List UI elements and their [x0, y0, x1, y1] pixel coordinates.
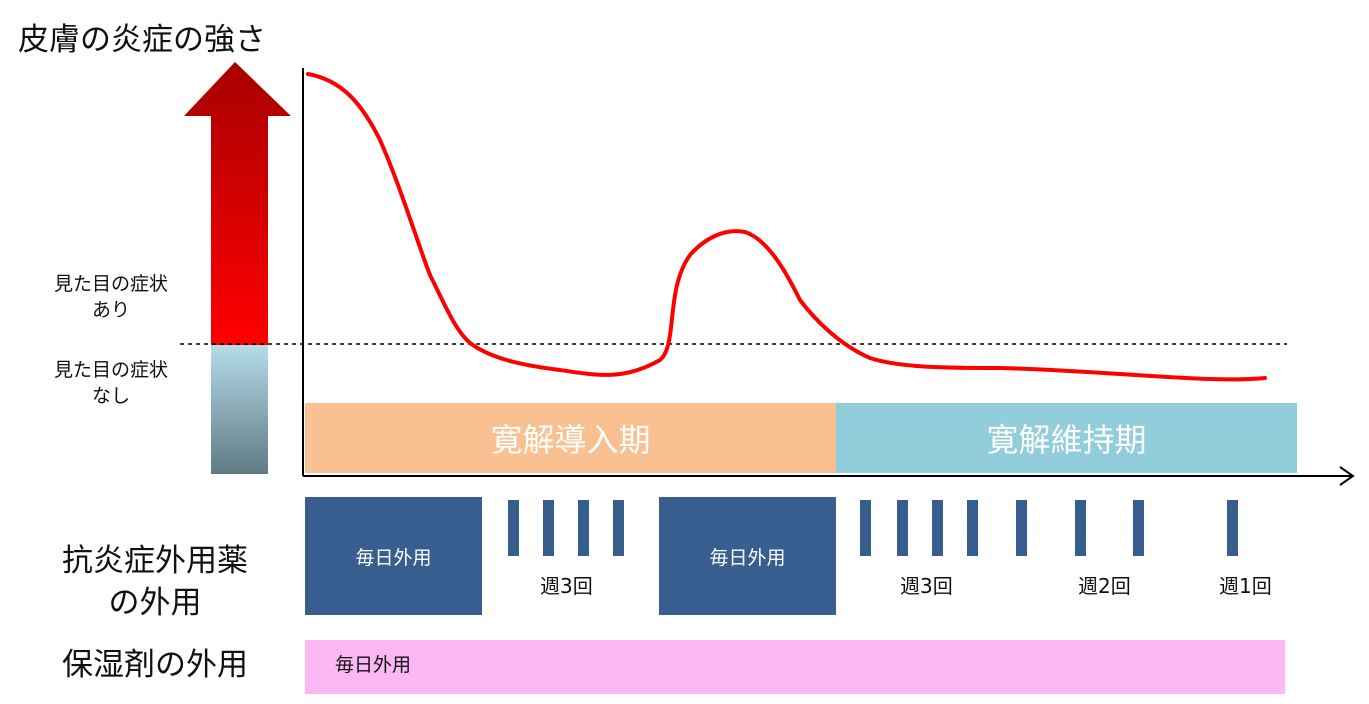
application-tick [932, 500, 943, 556]
frequency-label: 週3回 [900, 574, 953, 598]
inflammation-curve [306, 72, 1267, 382]
application-tick [1227, 500, 1238, 556]
application-tick [613, 500, 624, 556]
label-symptoms-visible-line1: 見た目の症状 [53, 273, 168, 295]
label-symptoms-not-visible-line2: なし [91, 385, 130, 407]
frequency-label: 週1回 [1219, 574, 1272, 598]
label-symptoms-not-visible-line1: 見た目の症状 [53, 359, 168, 381]
application-tick [1016, 500, 1027, 556]
row-label-moisturizer: 保湿剤の外用 [62, 647, 248, 683]
application-tick [1075, 500, 1086, 556]
application-tick [1133, 500, 1144, 556]
frequency-label: 週2回 [1078, 574, 1131, 598]
application-tick [897, 500, 908, 556]
application-tick [578, 500, 589, 556]
moisturizer-frequency-label: 毎日外用 [335, 654, 412, 676]
application-tick [543, 500, 554, 556]
phase-induction: 寛解導入期 [305, 403, 836, 473]
row-label-anti-inflammatory-line2: の外用 [108, 585, 202, 621]
frequency-label: 週3回 [540, 574, 593, 598]
x-axis-arrow-icon [1339, 466, 1355, 486]
moisturizer-bar: 毎日外用 [305, 640, 1285, 694]
daily-application-block: 毎日外用 [659, 497, 836, 615]
application-tick [508, 500, 519, 556]
label-symptoms-visible: 見た目の症状 あり [26, 271, 196, 323]
diagram-title: 皮膚の炎症の強さ [18, 22, 266, 58]
application-tick [967, 500, 978, 556]
label-symptoms-visible-line2: あり [91, 299, 130, 321]
application-tick [860, 500, 871, 556]
phase-maintenance: 寛解維持期 [836, 403, 1297, 473]
row-label-anti-inflammatory-line1: 抗炎症外用薬 [62, 543, 248, 579]
daily-application-block: 毎日外用 [305, 497, 482, 615]
row-label-anti-inflammatory: 抗炎症外用薬 の外用 [40, 540, 270, 624]
inflammation-arrow-icon [184, 62, 291, 474]
label-symptoms-not-visible: 見た目の症状 なし [26, 357, 196, 409]
